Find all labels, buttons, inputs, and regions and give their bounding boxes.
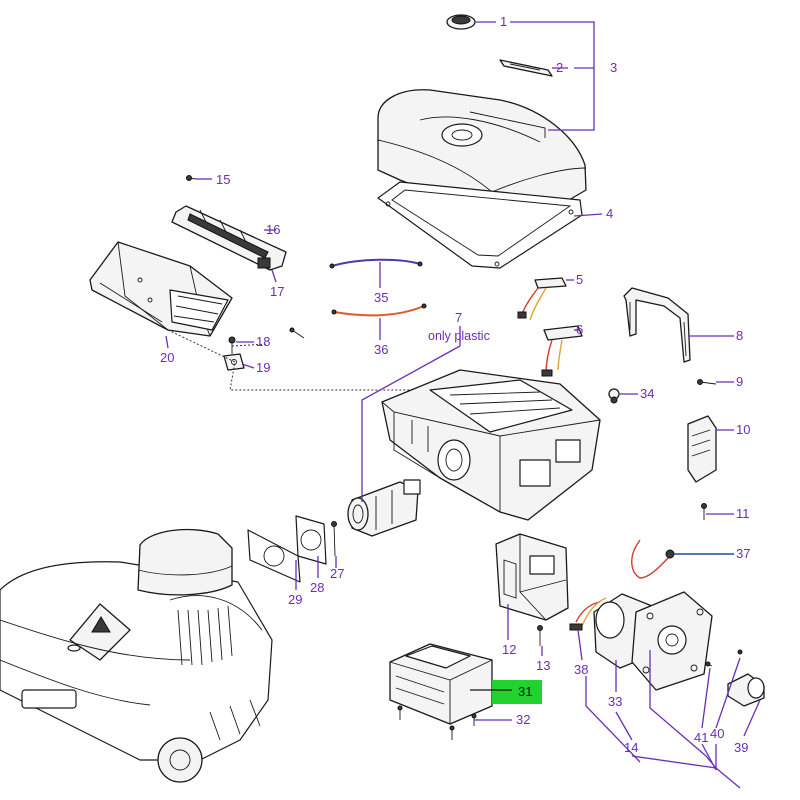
part-31-battery[interactable] (389, 643, 493, 725)
part-40-pin[interactable] (737, 649, 743, 655)
callout-3[interactable]: 3 (610, 60, 617, 75)
callout-5[interactable]: 5 (576, 272, 583, 287)
callout-16[interactable]: 16 (266, 222, 280, 237)
part-9-screw[interactable] (697, 379, 717, 385)
callout-28[interactable]: 28 (310, 580, 324, 595)
callout-20[interactable]: 20 (160, 350, 174, 365)
part-6-connector[interactable] (541, 325, 583, 377)
part-39-sleeve[interactable] (727, 673, 765, 707)
callout-35[interactable]: 35 (374, 290, 388, 305)
part-34-fitting[interactable] (608, 388, 620, 404)
callout-labels: 1 2 3 4 5 6 7 only plastic 8 9 10 11 12 … (160, 14, 750, 755)
part-2-strip[interactable] (499, 59, 553, 77)
part-8-handle[interactable] (623, 287, 691, 363)
highlight-box-31 (492, 680, 542, 704)
callout-19[interactable]: 19 (256, 360, 270, 375)
callout-9[interactable]: 9 (736, 374, 743, 389)
callout-37[interactable]: 37 (736, 546, 750, 561)
callout-1[interactable]: 1 (500, 14, 507, 29)
part-32-screws[interactable] (397, 705, 477, 740)
part-29-plate[interactable] (247, 529, 301, 583)
callout-40[interactable]: 40 (710, 726, 724, 741)
callout-29[interactable]: 29 (288, 592, 302, 607)
assembly-line (167, 329, 440, 391)
part-12-controller[interactable] (495, 533, 569, 621)
part-5-connector[interactable] (517, 277, 567, 321)
assembled-unit (0, 528, 273, 783)
part-41-pin[interactable] (705, 661, 713, 667)
callout-7[interactable]: 7 (455, 310, 462, 325)
part-27-screw[interactable] (331, 521, 337, 557)
callout-33[interactable]: 33 (608, 694, 622, 709)
callout-10[interactable]: 10 (736, 422, 750, 437)
part-37-wire[interactable] (631, 539, 675, 579)
part-18-screw[interactable] (228, 336, 236, 354)
callout-13[interactable]: 13 (536, 658, 550, 673)
part-7-chassis[interactable] (381, 369, 601, 521)
part-15-screw[interactable] (186, 175, 197, 181)
callout-38[interactable]: 38 (574, 662, 588, 677)
callout-32[interactable]: 32 (516, 712, 530, 727)
callout-41[interactable]: 41 (694, 730, 708, 745)
callout-31[interactable]: 31 (518, 684, 532, 699)
leader-lines (165, 21, 761, 789)
part-13-pin[interactable] (537, 625, 543, 647)
part-38-motor-wiring[interactable] (569, 597, 607, 631)
part-35-wire-blue[interactable] (329, 258, 423, 269)
part-7-pump[interactable] (347, 479, 421, 537)
callout-15[interactable]: 15 (216, 172, 230, 187)
callout-8[interactable]: 8 (736, 328, 743, 343)
small-screw-pin (289, 327, 305, 339)
part-11-screw[interactable] (701, 503, 707, 521)
callout-39[interactable]: 39 (734, 740, 748, 755)
callout-34[interactable]: 34 (640, 386, 654, 401)
part-10-bracket[interactable] (687, 415, 717, 483)
part-33-motor[interactable] (593, 591, 713, 691)
part-16-pcb[interactable] (171, 205, 287, 271)
only-plastic-note: only plastic (428, 329, 490, 343)
callout-4[interactable]: 4 (606, 206, 613, 221)
callout-27[interactable]: 27 (330, 566, 344, 581)
part-1-cap[interactable] (446, 14, 476, 30)
part-20-tray[interactable] (89, 241, 233, 337)
callout-2[interactable]: 2 (556, 60, 563, 75)
part-36-wire-orange[interactable] (331, 303, 427, 317)
part-28-gasket[interactable] (295, 515, 327, 565)
callout-17[interactable]: 17 (270, 284, 284, 299)
callout-36[interactable]: 36 (374, 342, 388, 357)
callout-14[interactable]: 14 (624, 740, 638, 755)
callout-11[interactable]: 11 (736, 506, 750, 521)
callout-12[interactable]: 12 (502, 642, 516, 657)
callout-6[interactable]: 6 (576, 322, 583, 337)
callout-18[interactable]: 18 (256, 334, 270, 349)
